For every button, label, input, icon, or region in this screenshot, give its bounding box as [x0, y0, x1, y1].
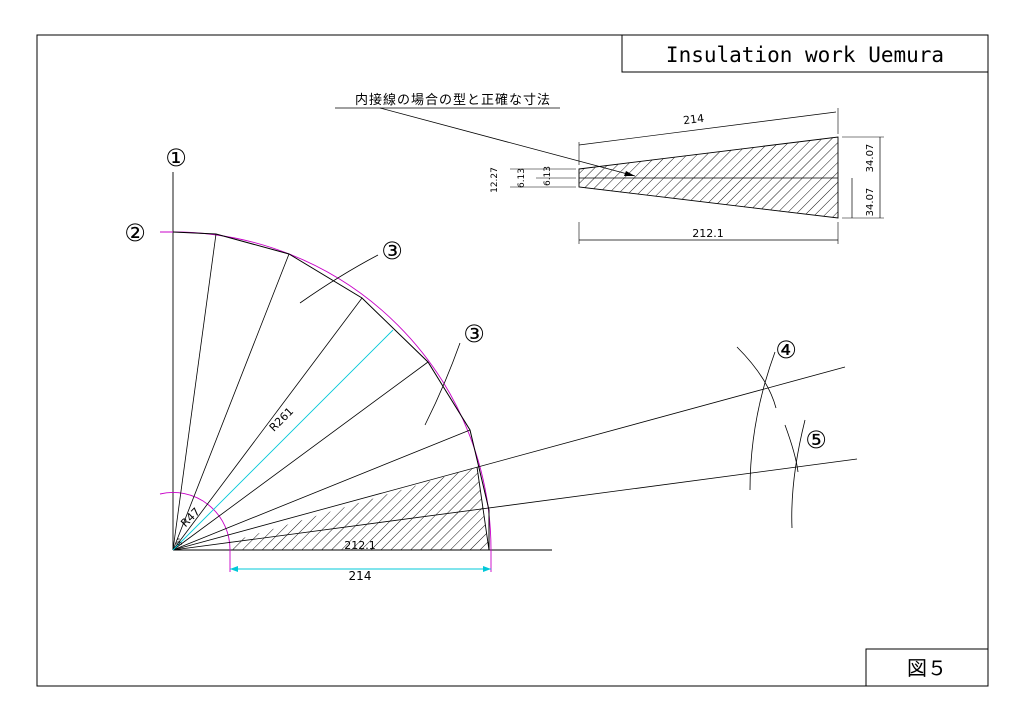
arrow-right-icon — [483, 566, 491, 572]
compass-arc-b — [749, 351, 776, 491]
outer-radius-label: R261 — [267, 405, 296, 434]
compass-arc-d — [791, 419, 806, 529]
sheet-border — [36, 34, 989, 687]
marker-3a: ③ — [381, 237, 403, 265]
detail-tip-half-a: 6.13 — [517, 168, 527, 188]
hatched-pattern-wedge — [230, 467, 489, 550]
marker-3b-leader — [424, 342, 461, 426]
detail-hatched-template — [578, 136, 839, 219]
detail-top-dim: 214 — [682, 112, 704, 127]
marker-5: ⑤ — [805, 426, 827, 454]
title-block — [621, 34, 989, 73]
detail-height-upper: 34.07 — [865, 144, 876, 173]
marker-3b: ③ — [463, 320, 485, 348]
arc-length-label: 214 — [349, 569, 372, 583]
chord-label: 212.1 — [344, 539, 376, 552]
detail-height-lower: 34.07 — [865, 188, 876, 217]
inner-arc — [159, 492, 231, 572]
marker-3a-leader — [299, 254, 379, 304]
figure-label-box — [865, 648, 989, 687]
title-text: Insulation work Uemura — [666, 43, 944, 67]
radius-line-outer — [172, 329, 394, 551]
outer-chord-polyline — [172, 231, 490, 550]
figure-label: 図５ — [907, 656, 947, 680]
annotation-text: 内接線の場合の型と正確な寸法 — [355, 92, 551, 108]
detail-drawing: 214 212.1 34.07 34.07 12.27 6.13 6.13 — [490, 108, 884, 244]
radial-lines — [172, 233, 858, 551]
marker-4: ④ — [775, 336, 797, 364]
arrow-left-icon — [230, 566, 238, 572]
detail-tip-half-b: 6.13 — [543, 166, 553, 186]
annotation-leader — [379, 107, 636, 177]
detail-top-dim-line — [578, 111, 837, 146]
angle-label: 9° — [175, 537, 184, 546]
development-drawing: ① ② ③ ③ ④ ⑤ R261 R47 212.1 214 9° — [124, 144, 858, 583]
outer-arc — [160, 231, 492, 572]
marker-1: ① — [165, 144, 187, 172]
compass-arc-a — [736, 346, 777, 409]
marker-2: ② — [124, 219, 146, 247]
compass-arc-c — [784, 424, 799, 473]
detail-bottom-dim: 212.1 — [692, 227, 724, 240]
detail-tip-total: 12.27 — [490, 167, 500, 193]
